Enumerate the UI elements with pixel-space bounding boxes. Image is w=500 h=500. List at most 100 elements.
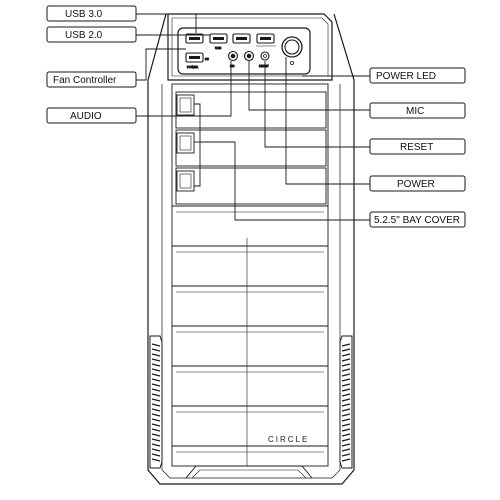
power-button[interactable] bbox=[281, 36, 303, 58]
case-top-bezel bbox=[167, 13, 333, 81]
usb2-tag: USB bbox=[215, 46, 221, 50]
callout-audio: AUDIO bbox=[46, 107, 137, 124]
io-panel-frame bbox=[177, 27, 311, 75]
vent-right-slat bbox=[341, 458, 351, 462]
callout-usb20: USB 2.0 bbox=[46, 26, 137, 43]
usb3-tag: SS bbox=[205, 57, 209, 61]
callout-mic-label: MIC bbox=[406, 106, 424, 117]
leader-lines bbox=[136, 13, 370, 221]
callout-usb20-label: USB 2.0 bbox=[65, 30, 103, 41]
leader-bay-2 bbox=[194, 142, 201, 187]
vent-right-slat bbox=[341, 453, 351, 457]
vent-right-slat bbox=[341, 408, 351, 412]
leader-mic bbox=[248, 61, 370, 111]
callout-audio-label: AUDIO bbox=[70, 111, 102, 122]
vent-left bbox=[149, 335, 163, 469]
io-panel: SS USB POWER HD RESET bbox=[177, 27, 311, 75]
vent-left-slat bbox=[151, 438, 161, 442]
callout-power: POWER bbox=[369, 175, 466, 192]
usb3-port-2[interactable] bbox=[185, 52, 204, 63]
leader-power bbox=[285, 57, 370, 185]
callout-fan: Fan Controller bbox=[46, 71, 137, 88]
vent-left-slat bbox=[151, 398, 161, 402]
vent-left-slat bbox=[151, 358, 161, 362]
vent-right-slat bbox=[341, 373, 351, 377]
vent-left-slat bbox=[151, 428, 161, 432]
vent-right-slat bbox=[341, 358, 351, 362]
callout-fan-label: Fan Controller bbox=[53, 75, 117, 86]
vent-right-slat bbox=[341, 428, 351, 432]
vent-right-slat bbox=[341, 433, 351, 437]
vent-left-slat bbox=[151, 418, 161, 422]
callout-mic: MIC bbox=[369, 102, 466, 119]
callout-usb30: USB 3.0 bbox=[46, 5, 137, 22]
vent-left-slat bbox=[151, 453, 161, 457]
vent-right-slat bbox=[341, 388, 351, 392]
vent-right-slat bbox=[341, 353, 351, 357]
vent-right-slat bbox=[341, 448, 351, 452]
case-top-bezel-inner bbox=[171, 17, 329, 77]
vent-right-slat bbox=[341, 418, 351, 422]
drive-bays bbox=[175, 91, 327, 205]
audio-jack[interactable] bbox=[227, 50, 239, 62]
vent-left-slat bbox=[151, 443, 161, 447]
reset-tag: RESET bbox=[259, 64, 269, 68]
vent-left-slat bbox=[151, 458, 161, 462]
case-foot-inner bbox=[191, 469, 307, 479]
callout-reset: RESET bbox=[369, 138, 466, 155]
drive-bay-3[interactable] bbox=[175, 167, 327, 205]
callout-powerled: POWER LED bbox=[369, 67, 466, 84]
leader-bay bbox=[194, 103, 370, 221]
vent-left-slat bbox=[151, 403, 161, 407]
reset-button[interactable] bbox=[260, 51, 270, 61]
drive-bay-2[interactable] bbox=[175, 129, 327, 167]
callouts-right: POWER LED MIC RESET POWER 5.2.5" BAY COV… bbox=[369, 67, 466, 228]
vent-right-slat bbox=[341, 403, 351, 407]
usb3-port-1[interactable] bbox=[185, 33, 204, 44]
usb2-port-2[interactable] bbox=[232, 33, 251, 44]
vent-right-slat bbox=[341, 413, 351, 417]
vent-left-slat bbox=[151, 363, 161, 367]
vent-right-slat bbox=[341, 383, 351, 387]
pc-case bbox=[147, 13, 355, 485]
vent-right-slat bbox=[341, 443, 351, 447]
bay-eject-3[interactable] bbox=[176, 170, 195, 192]
vent-right-slat bbox=[341, 343, 351, 347]
callout-reset-label: RESET bbox=[400, 142, 433, 153]
case-brand: CIRCLE bbox=[268, 435, 309, 444]
vent-left-slat bbox=[151, 408, 161, 412]
vent-right-slat bbox=[341, 398, 351, 402]
vent-left-slat bbox=[151, 448, 161, 452]
vent-right-slat bbox=[341, 438, 351, 442]
bay-eject-1[interactable] bbox=[176, 94, 195, 116]
callout-power-label: POWER bbox=[397, 179, 435, 190]
vent-left-slat bbox=[151, 373, 161, 377]
usb2-port-1[interactable] bbox=[209, 33, 228, 44]
leader-usb30 bbox=[136, 13, 197, 33]
vent-left-slat bbox=[151, 413, 161, 417]
leader-fan bbox=[136, 48, 186, 81]
vent-left-slat bbox=[151, 343, 161, 347]
vent-left-slat bbox=[151, 393, 161, 397]
vent-right-slat bbox=[341, 393, 351, 397]
callout-bay: 5.2.5" BAY COVER bbox=[369, 211, 466, 228]
leader-reset bbox=[264, 61, 370, 148]
usb2-port-3[interactable] bbox=[256, 33, 275, 44]
callout-bay-label: 5.2.5" BAY COVER bbox=[374, 215, 460, 226]
bay-eject-2[interactable] bbox=[176, 132, 195, 154]
audio-tag: HD bbox=[230, 64, 235, 68]
vent-left-slat bbox=[151, 353, 161, 357]
bay-lines bbox=[172, 205, 328, 453]
vent-left-slat bbox=[151, 368, 161, 372]
vent-left-slat bbox=[151, 423, 161, 427]
vent-right-slat bbox=[341, 348, 351, 352]
vent-left-slat bbox=[151, 378, 161, 382]
mic-jack[interactable] bbox=[243, 50, 255, 62]
callout-usb30-label: USB 3.0 bbox=[65, 9, 103, 20]
vent-left-slat bbox=[151, 433, 161, 437]
case-outline bbox=[147, 13, 355, 485]
vent-right-slat bbox=[341, 363, 351, 367]
fan-tag: POWER bbox=[187, 65, 198, 69]
leader-audio bbox=[136, 61, 232, 117]
